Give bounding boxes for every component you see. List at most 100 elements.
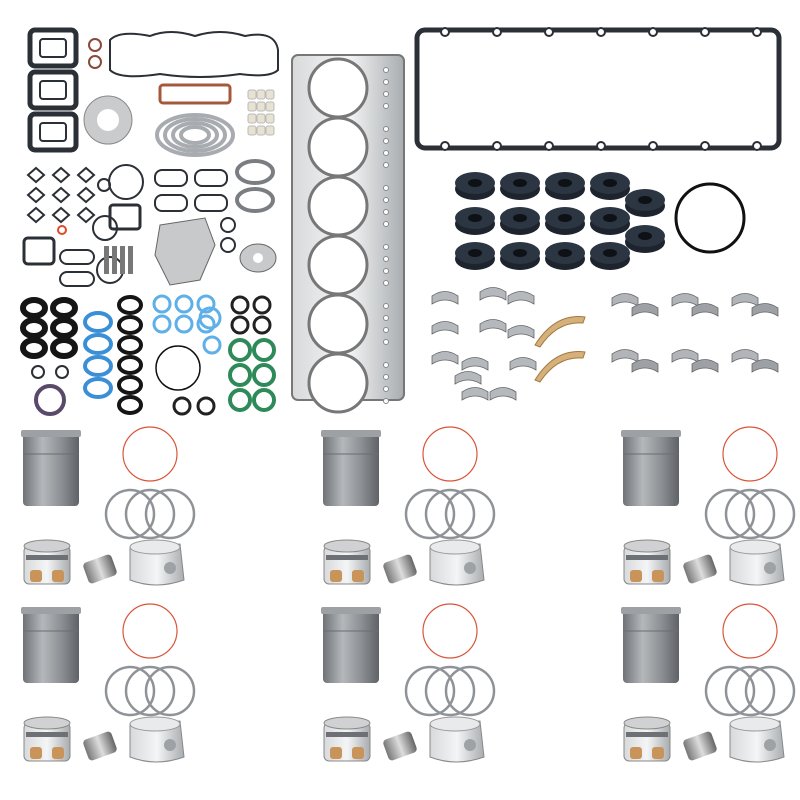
intake-gasket-port (39, 80, 67, 100)
black-o-ring (117, 355, 143, 375)
cylinder-bore-opening (307, 57, 369, 119)
grommet (247, 125, 257, 136)
isolator-hole (603, 179, 617, 187)
isolator-hole (513, 214, 527, 222)
cylinder-kit (621, 426, 796, 586)
cylinder-liner (23, 430, 79, 506)
bolt-hole (544, 141, 554, 151)
connecting-rod-bushing (52, 570, 64, 582)
exhaust-gasket (26, 206, 46, 224)
wrist-pin (383, 554, 417, 584)
rect-gasket (158, 83, 232, 105)
coolant-hole (383, 197, 389, 203)
exhaust-gasket (76, 166, 96, 184)
piston-ring (124, 665, 176, 717)
bearing-shell (454, 371, 482, 385)
blue-seal (83, 377, 113, 399)
isolator-hole (558, 249, 572, 257)
isolator-hole (558, 214, 572, 222)
bolt-hole (492, 27, 502, 37)
grommet (247, 101, 257, 112)
exhaust-gasket (51, 186, 71, 204)
piston-ring-groove (626, 732, 668, 737)
pin-boss (764, 739, 776, 751)
thermostat-seal (235, 159, 275, 185)
black-o-ring (117, 295, 143, 315)
coolant-hole (383, 185, 389, 191)
cylinder-liner (23, 607, 79, 683)
liner-flange (21, 430, 81, 437)
bolt-hole (648, 141, 658, 151)
connecting-rod-bushing (352, 570, 364, 582)
piston-top (429, 716, 481, 732)
piston-top (729, 539, 781, 555)
bearing-shell (631, 303, 659, 317)
bolt (120, 246, 125, 274)
bearing-shell (431, 291, 459, 305)
piston-ring-groove (326, 555, 368, 560)
o-ring (220, 237, 236, 253)
piston-ring (104, 488, 156, 540)
coolant-hole (383, 138, 389, 144)
connecting-rod-bushing (30, 747, 42, 759)
piston-crown (323, 716, 371, 730)
isolator-hole (638, 196, 652, 204)
thrust-washer (534, 351, 586, 383)
flange-gasket (154, 169, 188, 187)
cylinder-bore-opening (307, 116, 369, 178)
green-o-ring (228, 388, 252, 412)
piston-crown (623, 539, 671, 553)
liner-seal-ring (122, 426, 178, 482)
isolator-hole (468, 249, 482, 257)
blue-o-ring (174, 314, 194, 334)
bearing-shell (751, 303, 779, 317)
grommet (256, 113, 266, 124)
piston-crown (23, 539, 71, 553)
o-ring (172, 396, 192, 416)
coolant-hole (383, 150, 389, 156)
coolant-hole (383, 398, 389, 404)
blue-o-ring (152, 314, 172, 334)
turbo-gasket (22, 236, 56, 266)
connecting-rod-bushing (352, 747, 364, 759)
o-ring (252, 315, 272, 335)
exhaust-gasket (26, 166, 46, 184)
connecting-rod-bushing (630, 747, 642, 759)
grommet (265, 89, 275, 100)
o-ring (196, 396, 216, 416)
oval-gasket (59, 249, 95, 265)
blue-seal (83, 311, 113, 333)
piston-ring (124, 488, 176, 540)
piston-crown (23, 716, 71, 730)
bearing-shell (611, 293, 639, 307)
o-ring (230, 315, 250, 335)
isolator-hole (603, 214, 617, 222)
cylinder-kits-group (21, 426, 796, 763)
cylinder-bore-opening (307, 175, 369, 237)
isolator-hole (558, 179, 572, 187)
piston-ring (704, 488, 756, 540)
coolant-hole (383, 268, 389, 274)
turbo-gasket (108, 203, 142, 231)
seal-strip-coil (171, 121, 219, 149)
o-ring (31, 365, 45, 379)
connecting-rod-bushing (330, 570, 342, 582)
green-o-ring (252, 388, 276, 412)
intake-gasket (27, 27, 79, 69)
piston-ring (724, 488, 776, 540)
cylinder-bore-opening (307, 293, 369, 355)
seal-strip-coil (155, 113, 235, 157)
coolant-hole (383, 162, 389, 168)
coolant-hole (383, 327, 389, 333)
grommet (247, 113, 257, 124)
black-o-ring (50, 317, 78, 339)
bearing-shell (461, 357, 489, 371)
connecting-rod-bushing (330, 747, 342, 759)
piston-side-view (729, 720, 785, 763)
cylinder-liner (623, 607, 679, 683)
coolant-hole (383, 91, 389, 97)
o-ring (220, 217, 236, 233)
isolator-hole (638, 232, 652, 240)
o-ring (96, 256, 124, 284)
